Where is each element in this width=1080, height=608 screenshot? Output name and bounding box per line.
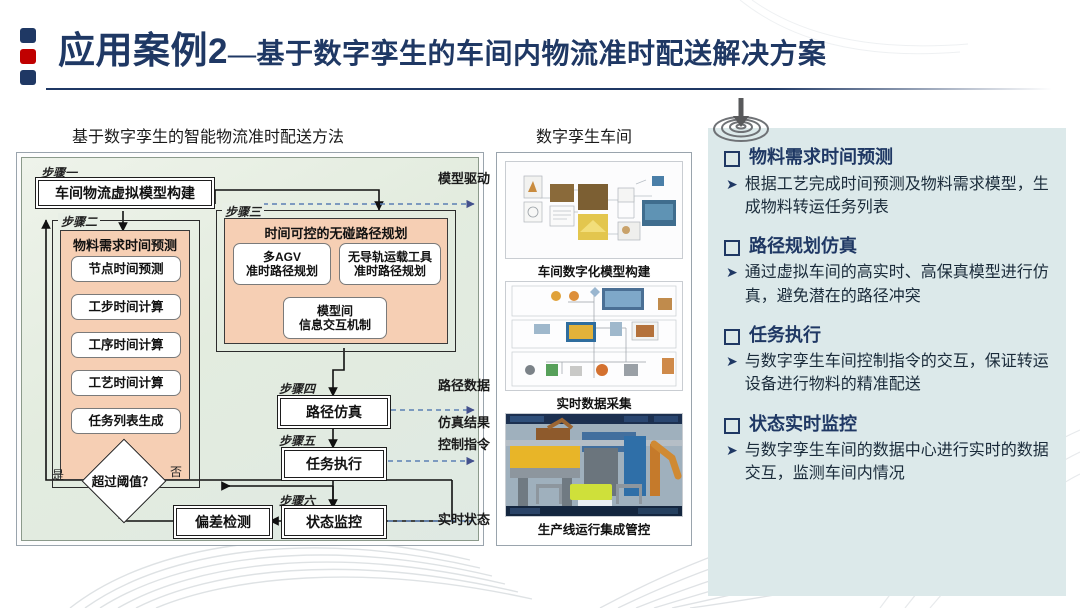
step3-right-line1: 无导轨运载工具 [347,249,432,264]
key-points-list: 物料需求时间预测 ➤ 根据工艺完成时间预测及物料需求模型，生成物料转运任务列表 … [724,146,1056,502]
step6-box: 状态监控 [284,508,384,536]
key-points-panel: 物料需求时间预测 ➤ 根据工艺完成时间预测及物料需求模型，生成物料转运任务列表 … [708,128,1066,596]
deviation-box: 偏差检测 [176,508,270,536]
key-point-heading-3: 任务执行 [724,324,1056,347]
data-acquisition-graphic [506,282,682,390]
left-section-caption: 基于数字孪生的智能物流准时配送方法 [72,129,345,146]
title-underline [46,88,1052,90]
square-bullet-icon [724,328,740,345]
title-main-text: 应用案例 [58,31,208,72]
key-point-text-1: 根据工艺完成时间预测及物料需求模型，生成物料转运任务列表 [744,175,1049,216]
step3-header: 时间可控的无碰路径规划 [264,226,408,241]
key-point-item-4: 状态实时监控 ➤ 与数字孪生车间的数据中心进行实时的数据交互，监测车间内情况 [724,413,1056,486]
flow-diagram: 步骤一 车间物流虚拟模型构建 步骤二 物料需求时间预测 节点时间预测 工步时间计… [16,152,484,546]
title-subtitle: 基于数字孪生的车间内物流准时配送解决方案 [256,39,827,70]
key-point-body-2: ➤ 通过虚拟车间的高实时、高保真模型进行仿真，避免潜在的路径冲突 [724,261,1056,307]
digital-twin-workshop-column: 车间数字化模型构建 [496,152,692,546]
step3-right-box: 无导轨运载工具 准时路径规划 [339,243,441,285]
square-navy-bottom [20,70,36,85]
square-navy-top [20,28,36,43]
key-point-title-4: 状态实时监控 [749,413,857,434]
step3-bottom-box: 模型间 信息交互机制 [283,297,387,339]
key-point-text-4: 与数字孪生车间的数据中心进行实时的数据交互，监测车间内情况 [744,442,1049,483]
picture-workshop-digital-model [505,161,683,259]
step3-content: 时间可控的无碰路径规划 多AGV 准时路径规划 无导轨运载工具 准时路径规划 模… [224,218,448,344]
step3-left-box: 多AGV 准时路径规划 [233,243,331,285]
arrow-bullet-icon: ➤ [726,442,738,459]
key-point-body-1: ➤ 根据工艺完成时间预测及物料需求模型，生成物料转运任务列表 [724,173,1056,219]
square-bullet-icon [724,239,740,256]
key-point-title-1: 物料需求时间预测 [749,147,893,167]
key-point-heading-4: 状态实时监控 [724,413,1056,436]
arrow-bullet-icon: ➤ [726,175,738,192]
title-dash: — [227,39,257,70]
step3-bottom-line1: 模型间 [316,303,353,318]
arrow-bullet-icon: ➤ [726,264,738,281]
step4-label: 步骤四 [279,382,316,396]
key-point-title-2: 路径规划仿真 [749,235,857,256]
picture-caption-1: 车间数字化模型构建 [537,265,651,279]
workshop-model-graphic [506,162,682,258]
step3-bottom-line2: 信息交互机制 [298,318,371,332]
decision-label: 超过阈值？ [91,474,155,489]
step4-box: 路径仿真 [280,398,388,426]
title-number: 2 [208,32,228,71]
key-point-item-2: 路径规划仿真 ➤ 通过虚拟车间的高实时、高保真模型进行仿真，避免潜在的路径冲突 [724,235,1056,308]
side-label-model-driven: 模型驱动 [438,171,491,186]
picture-production-line-control [505,413,683,517]
step3-left-line1: 多AGV [262,249,301,264]
square-bullet-icon [724,151,740,167]
step3-left-line2: 准时路径规划 [245,264,318,278]
step1-label: 步骤一 [41,166,78,180]
step2-content: 物料需求时间预测 节点时间预测 工步时间计算 工序时间计算 工艺时间计算 任务列… [60,230,190,480]
key-point-text-3: 与数字孪生车间控制指令的交互，保证转运设备进行物料的精准配送 [744,353,1049,394]
key-point-heading-2: 路径规划仿真 [724,235,1056,258]
square-bullet-icon [724,417,740,434]
key-point-item-3: 任务执行 ➤ 与数字孪生车间控制指令的交互，保证转运设备进行物料的精准配送 [724,324,1056,397]
step1-box: 车间物流虚拟模型构建 [38,180,212,206]
step2-item-4: 工艺时间计算 [71,370,181,396]
key-point-title-3: 任务执行 [749,324,821,345]
arrow-bullet-icon: ➤ [726,353,738,370]
step2-label: 步骤二 [58,213,101,230]
title-decoration-squares [20,28,38,86]
square-red-middle [20,49,36,64]
production-line-graphic [506,414,682,516]
decision-yes-label: 是 [52,468,65,482]
picture-caption-3: 生产线运行集成管控 [537,523,651,537]
key-point-text-2: 通过虚拟车间的高实时、高保真模型进行仿真，避免潜在的路径冲突 [744,264,1049,305]
step3-right-line2: 准时路径规划 [353,264,426,278]
step2-item-2: 工步时间计算 [71,294,181,320]
key-point-heading-1: 物料需求时间预测 [724,146,1056,169]
step6-label: 步骤六 [279,494,316,508]
side-label-sim-result: 仿真结果 [438,415,491,430]
middle-section-caption: 数字孪生车间 [536,129,633,146]
page-title: 应用案例2—基于数字孪生的车间内物流准时配送解决方案 [58,20,826,74]
step3-label: 步骤三 [222,203,265,220]
step5-label: 步骤五 [279,434,316,448]
side-label-path-data: 路径数据 [438,378,491,393]
step3-frame [216,210,456,352]
key-point-item-1: 物料需求时间预测 ➤ 根据工艺完成时间预测及物料需求模型，生成物料转运任务列表 [724,146,1056,219]
decision-no-label: 否 [170,465,183,479]
picture-realtime-data-acquisition [505,281,683,391]
flow-diagram-canvas: 步骤一 车间物流虚拟模型构建 步骤二 物料需求时间预测 节点时间预测 工步时间计… [21,157,479,541]
step2-header: 物料需求时间预测 [72,238,177,253]
slide-header: 应用案例2—基于数字孪生的车间内物流准时配送解决方案 [0,18,1080,90]
key-point-body-3: ➤ 与数字孪生车间控制指令的交互，保证转运设备进行物料的精准配送 [724,350,1056,396]
ripple-target-icon [713,98,769,142]
side-label-realtime-state: 实时状态 [438,512,491,527]
key-point-body-4: ➤ 与数字孪生车间的数据中心进行实时的数据交互，监测车间内情况 [724,439,1056,485]
step2-item-3: 工序时间计算 [71,332,181,358]
picture-caption-2: 实时数据采集 [556,397,632,411]
step2-item-1: 节点时间预测 [71,256,181,282]
step5-box: 任务执行 [284,450,384,478]
step2-item-5: 任务列表生成 [71,408,181,434]
side-label-control-cmd: 控制指令 [438,437,491,452]
